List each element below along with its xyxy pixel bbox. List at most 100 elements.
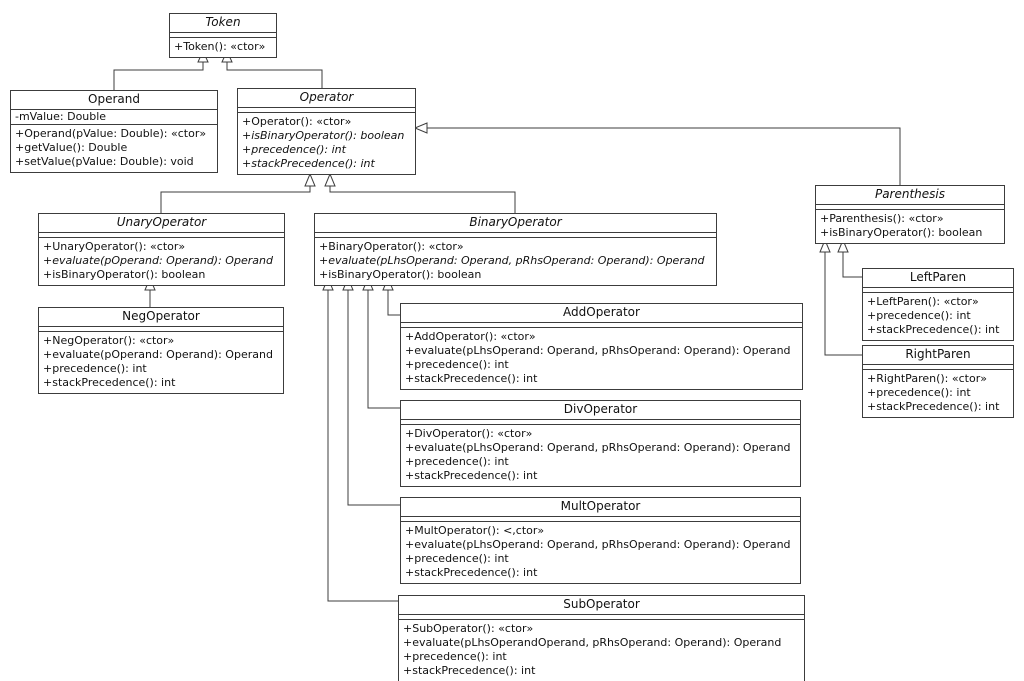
method: +precedence(): int [405, 358, 509, 371]
class-divoperator: DivOperator +DivOperator(): «ctor» +eval… [400, 400, 801, 487]
class-title: Operator [238, 89, 415, 108]
class-title: MultOperator [401, 498, 800, 517]
method: +RightParen(): «ctor» [867, 372, 987, 385]
class-methods: +AddOperator(): «ctor» +evaluate(pLhsOpe… [401, 328, 802, 389]
method: +BinaryOperator(): «ctor» [319, 240, 464, 253]
class-methods: +RightParen(): «ctor» +precedence(): int… [863, 370, 1013, 417]
class-methods: +Operand(pValue: Double): «ctor» +getVal… [11, 125, 217, 172]
class-attributes [399, 615, 804, 620]
method: +Token(): «ctor» [174, 40, 266, 53]
class-methods: +UnaryOperator(): «ctor» +evaluate(pOper… [39, 238, 284, 285]
method: +precedence(): int [242, 143, 346, 156]
class-methods: +MultOperator(): <,ctor» +evaluate(pLhsO… [401, 522, 800, 583]
class-negoperator: NegOperator +NegOperator(): «ctor» +eval… [38, 307, 284, 394]
class-operator: Operator +Operator(): «ctor» +isBinaryOp… [237, 88, 416, 175]
class-title: SubOperator [399, 596, 804, 615]
class-addoperator: AddOperator +AddOperator(): «ctor» +eval… [400, 303, 803, 390]
class-operand: Operand -mValue: Double +Operand(pValue:… [10, 90, 218, 173]
class-methods: +Operator(): «ctor» +isBinaryOperator():… [238, 113, 415, 174]
generalization-leftparen-parenthesis [842, 252, 862, 278]
class-multoperator: MultOperator +MultOperator(): <,ctor» +e… [400, 497, 801, 584]
method: +stackPrecedence(): int [867, 400, 1000, 413]
class-rightparen: RightParen +RightParen(): «ctor» +preced… [862, 345, 1014, 418]
method: +precedence(): int [403, 650, 507, 663]
method: +getValue(): Double [15, 141, 128, 154]
generalization-suboperator-binaryoperator [327, 290, 398, 602]
method: +stackPrecedence(): int [405, 566, 538, 579]
class-attributes [863, 365, 1013, 370]
method: +evaluate(pOperand: Operand): Operand [43, 254, 273, 267]
class-attributes [401, 323, 802, 328]
class-methods: +Token(): «ctor» [170, 38, 276, 57]
class-suboperator: SubOperator +SubOperator(): «ctor» +eval… [398, 595, 805, 681]
generalization-multoperator-binaryoperator [347, 290, 400, 506]
method: +stackPrecedence(): int [403, 664, 536, 677]
method: +NegOperator(): «ctor» [43, 334, 175, 347]
generalization-arrowhead [413, 122, 428, 134]
method: +precedence(): int [867, 309, 971, 322]
generalization-divoperator-binaryoperator [367, 290, 400, 409]
class-title: LeftParen [863, 269, 1013, 288]
method: +evaluate(pOperand: Operand): Operand [43, 348, 273, 361]
method: +isBinaryOperator(): boolean [319, 268, 482, 281]
method: +stackPrecedence(): int [43, 376, 176, 389]
class-methods: +BinaryOperator(): «ctor» +evaluate(pLhs… [315, 238, 716, 285]
class-leftparen: LeftParen +LeftParen(): «ctor» +preceden… [862, 268, 1014, 341]
class-attributes [39, 327, 283, 332]
class-binaryoperator: BinaryOperator +BinaryOperator(): «ctor»… [314, 213, 717, 286]
generalization-parenthesis-operator [427, 127, 901, 185]
method: +LeftParen(): «ctor» [867, 295, 979, 308]
generalization-unaryoperator-operator [160, 186, 311, 213]
class-title: RightParen [863, 346, 1013, 365]
class-title: Parenthesis [816, 186, 1004, 205]
generalization-addoperator-binaryoperator [387, 290, 400, 316]
method: +isBinaryOperator(): boolean [43, 268, 206, 281]
generalization-binaryoperator-operator [329, 186, 516, 213]
method: +evaluate(pLhsOperandOperand, pRhsOperan… [403, 636, 782, 649]
class-title: NegOperator [39, 308, 283, 327]
method: +precedence(): int [43, 362, 147, 375]
method: +isBinaryOperator(): boolean [820, 226, 983, 239]
class-attributes [39, 233, 284, 238]
attribute: -mValue: Double [15, 110, 107, 123]
method: +stackPrecedence(): int [242, 157, 375, 170]
class-unaryoperator: UnaryOperator +UnaryOperator(): «ctor» +… [38, 213, 285, 286]
class-attributes: -mValue: Double [11, 110, 217, 125]
class-title: BinaryOperator [315, 214, 716, 233]
class-attributes [401, 517, 800, 522]
class-attributes [170, 33, 276, 38]
class-parenthesis: Parenthesis +Parenthesis(): «ctor» +isBi… [815, 185, 1005, 244]
class-attributes [863, 288, 1013, 293]
method: +setValue(pValue: Double): void [15, 155, 194, 168]
method: +stackPrecedence(): int [405, 372, 538, 385]
method: +SubOperator(): «ctor» [403, 622, 534, 635]
class-methods: +NegOperator(): «ctor» +evaluate(pOperan… [39, 332, 283, 393]
generalization-arrowhead [837, 238, 849, 253]
method: +evaluate(pLhsOperand: Operand, pRhsOper… [405, 441, 791, 454]
method: +DivOperator(): «ctor» [405, 427, 533, 440]
method: +Operand(pValue: Double): «ctor» [15, 127, 207, 140]
method: +MultOperator(): <,ctor» [405, 524, 545, 537]
generalization-arrowhead [324, 172, 336, 187]
class-attributes [816, 205, 1004, 210]
method: +stackPrecedence(): int [867, 323, 1000, 336]
class-title: DivOperator [401, 401, 800, 420]
method: +precedence(): int [405, 455, 509, 468]
class-title: UnaryOperator [39, 214, 284, 233]
generalization-arrowhead [819, 238, 831, 253]
generalization-operand-token [113, 62, 204, 90]
class-methods: +SubOperator(): «ctor» +evaluate(pLhsOpe… [399, 620, 804, 681]
method: +AddOperator(): «ctor» [405, 330, 536, 343]
method: +Operator(): «ctor» [242, 115, 352, 128]
method: +precedence(): int [867, 386, 971, 399]
generalization-operator-token [226, 62, 323, 88]
method: +isBinaryOperator(): boolean [242, 129, 405, 142]
class-methods: +Parenthesis(): «ctor» +isBinaryOperator… [816, 210, 1004, 243]
method: +evaluate(pLhsOperand: Operand, pRhsOper… [319, 254, 705, 267]
class-title: Token [170, 14, 276, 33]
method: +evaluate(pLhsOperand: Operand, pRhsOper… [405, 344, 791, 357]
method: +Parenthesis(): «ctor» [820, 212, 944, 225]
class-methods: +LeftParen(): «ctor» +precedence(): int … [863, 293, 1013, 340]
